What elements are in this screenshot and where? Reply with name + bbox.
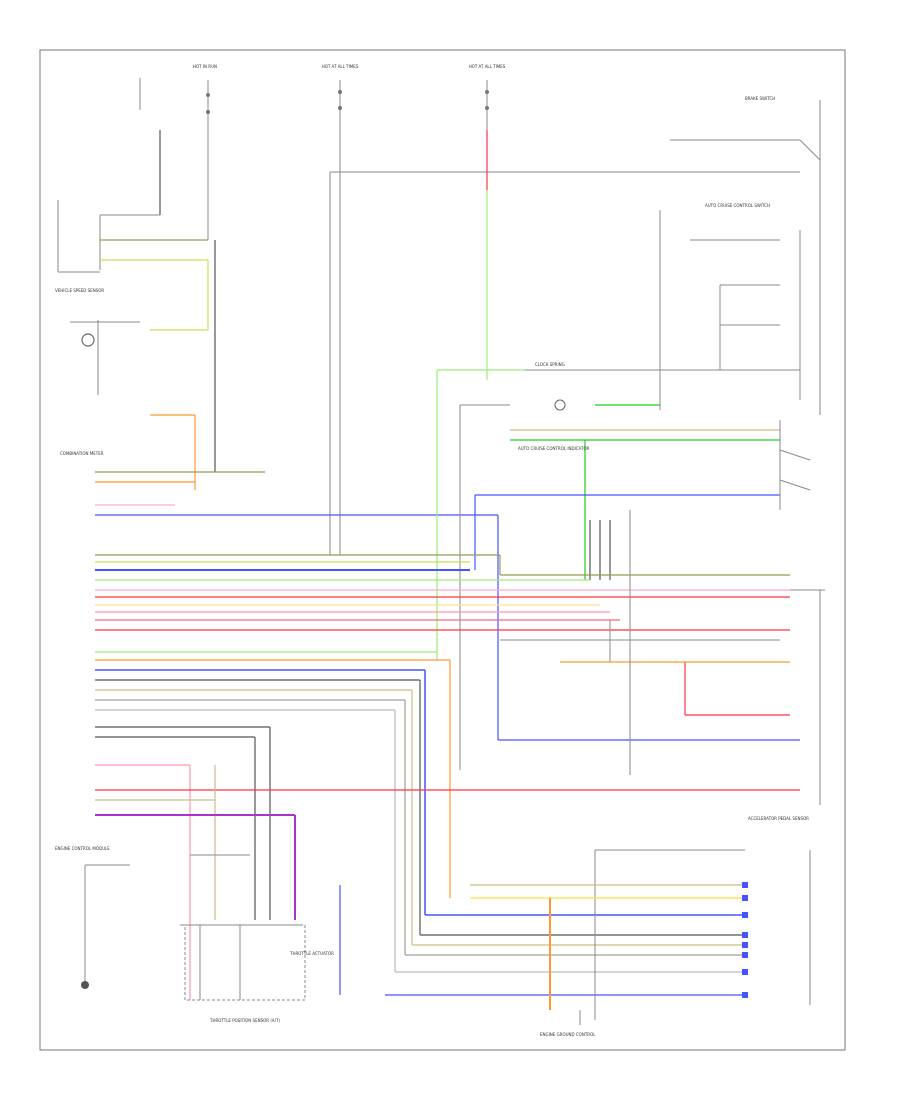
pedal-sensor-wires — [470, 849, 811, 1025]
throttle-actuator-wires — [500, 510, 825, 805]
vss-wires — [100, 239, 216, 472]
orange-branch — [150, 414, 196, 490]
diagram-frame — [39, 49, 846, 1051]
label-brake-switch: BRAKE SWITCH — [745, 96, 775, 101]
brake-switch-wires — [670, 100, 821, 415]
label-clock-spring: CLOCK SPRING — [535, 362, 565, 367]
fuse-column-left — [57, 78, 210, 273]
label-vehicle-speed-sensor: VEHICLE SPEED SENSOR — [55, 288, 104, 293]
label-hot-in-run-left: HOT IN RUN — [193, 64, 217, 69]
label-hot-at-all-times-1: HOT AT ALL TIMES — [322, 64, 359, 69]
label-hot-at-all-times-2: HOT AT ALL TIMES — [469, 64, 506, 69]
label-throttle-actuator: THROTTLE ACTUATOR — [289, 951, 334, 956]
label-combination-meter: COMBINATION METER — [60, 451, 104, 456]
combination-meter-wires — [95, 471, 800, 741]
throttle-position-sensor-box — [184, 924, 306, 1001]
buzzer-icon — [70, 320, 140, 395]
fuse-column-center — [329, 80, 800, 555]
label-auto-cruise-control-switch: AUTO CRUISE CONTROL SWITCH — [705, 203, 770, 208]
label-throttle-position-sensor: THROTTLE POSITION SENSOR (A/T) — [209, 1018, 280, 1023]
label-auto-cruise-control-indicator: AUTO CRUISE CONTROL INDICATOR — [518, 446, 590, 451]
cruise-switch-wires — [525, 210, 801, 410]
ecm-bus-wires — [95, 554, 800, 1000]
clock-spring-icon — [554, 399, 566, 411]
label-engine-control-module: ENGINE CONTROL MODULE — [55, 846, 110, 851]
connector-ticks — [742, 882, 748, 998]
fuse-column-right — [485, 80, 489, 380]
label-accelerator-pedal-sensor: ACCELERATOR PEDAL SENSOR — [748, 816, 809, 821]
green-wires — [436, 369, 780, 770]
indicator-wires — [474, 420, 811, 580]
label-engine-ground-control: ENGINE GROUND CONTROL — [540, 1032, 596, 1037]
